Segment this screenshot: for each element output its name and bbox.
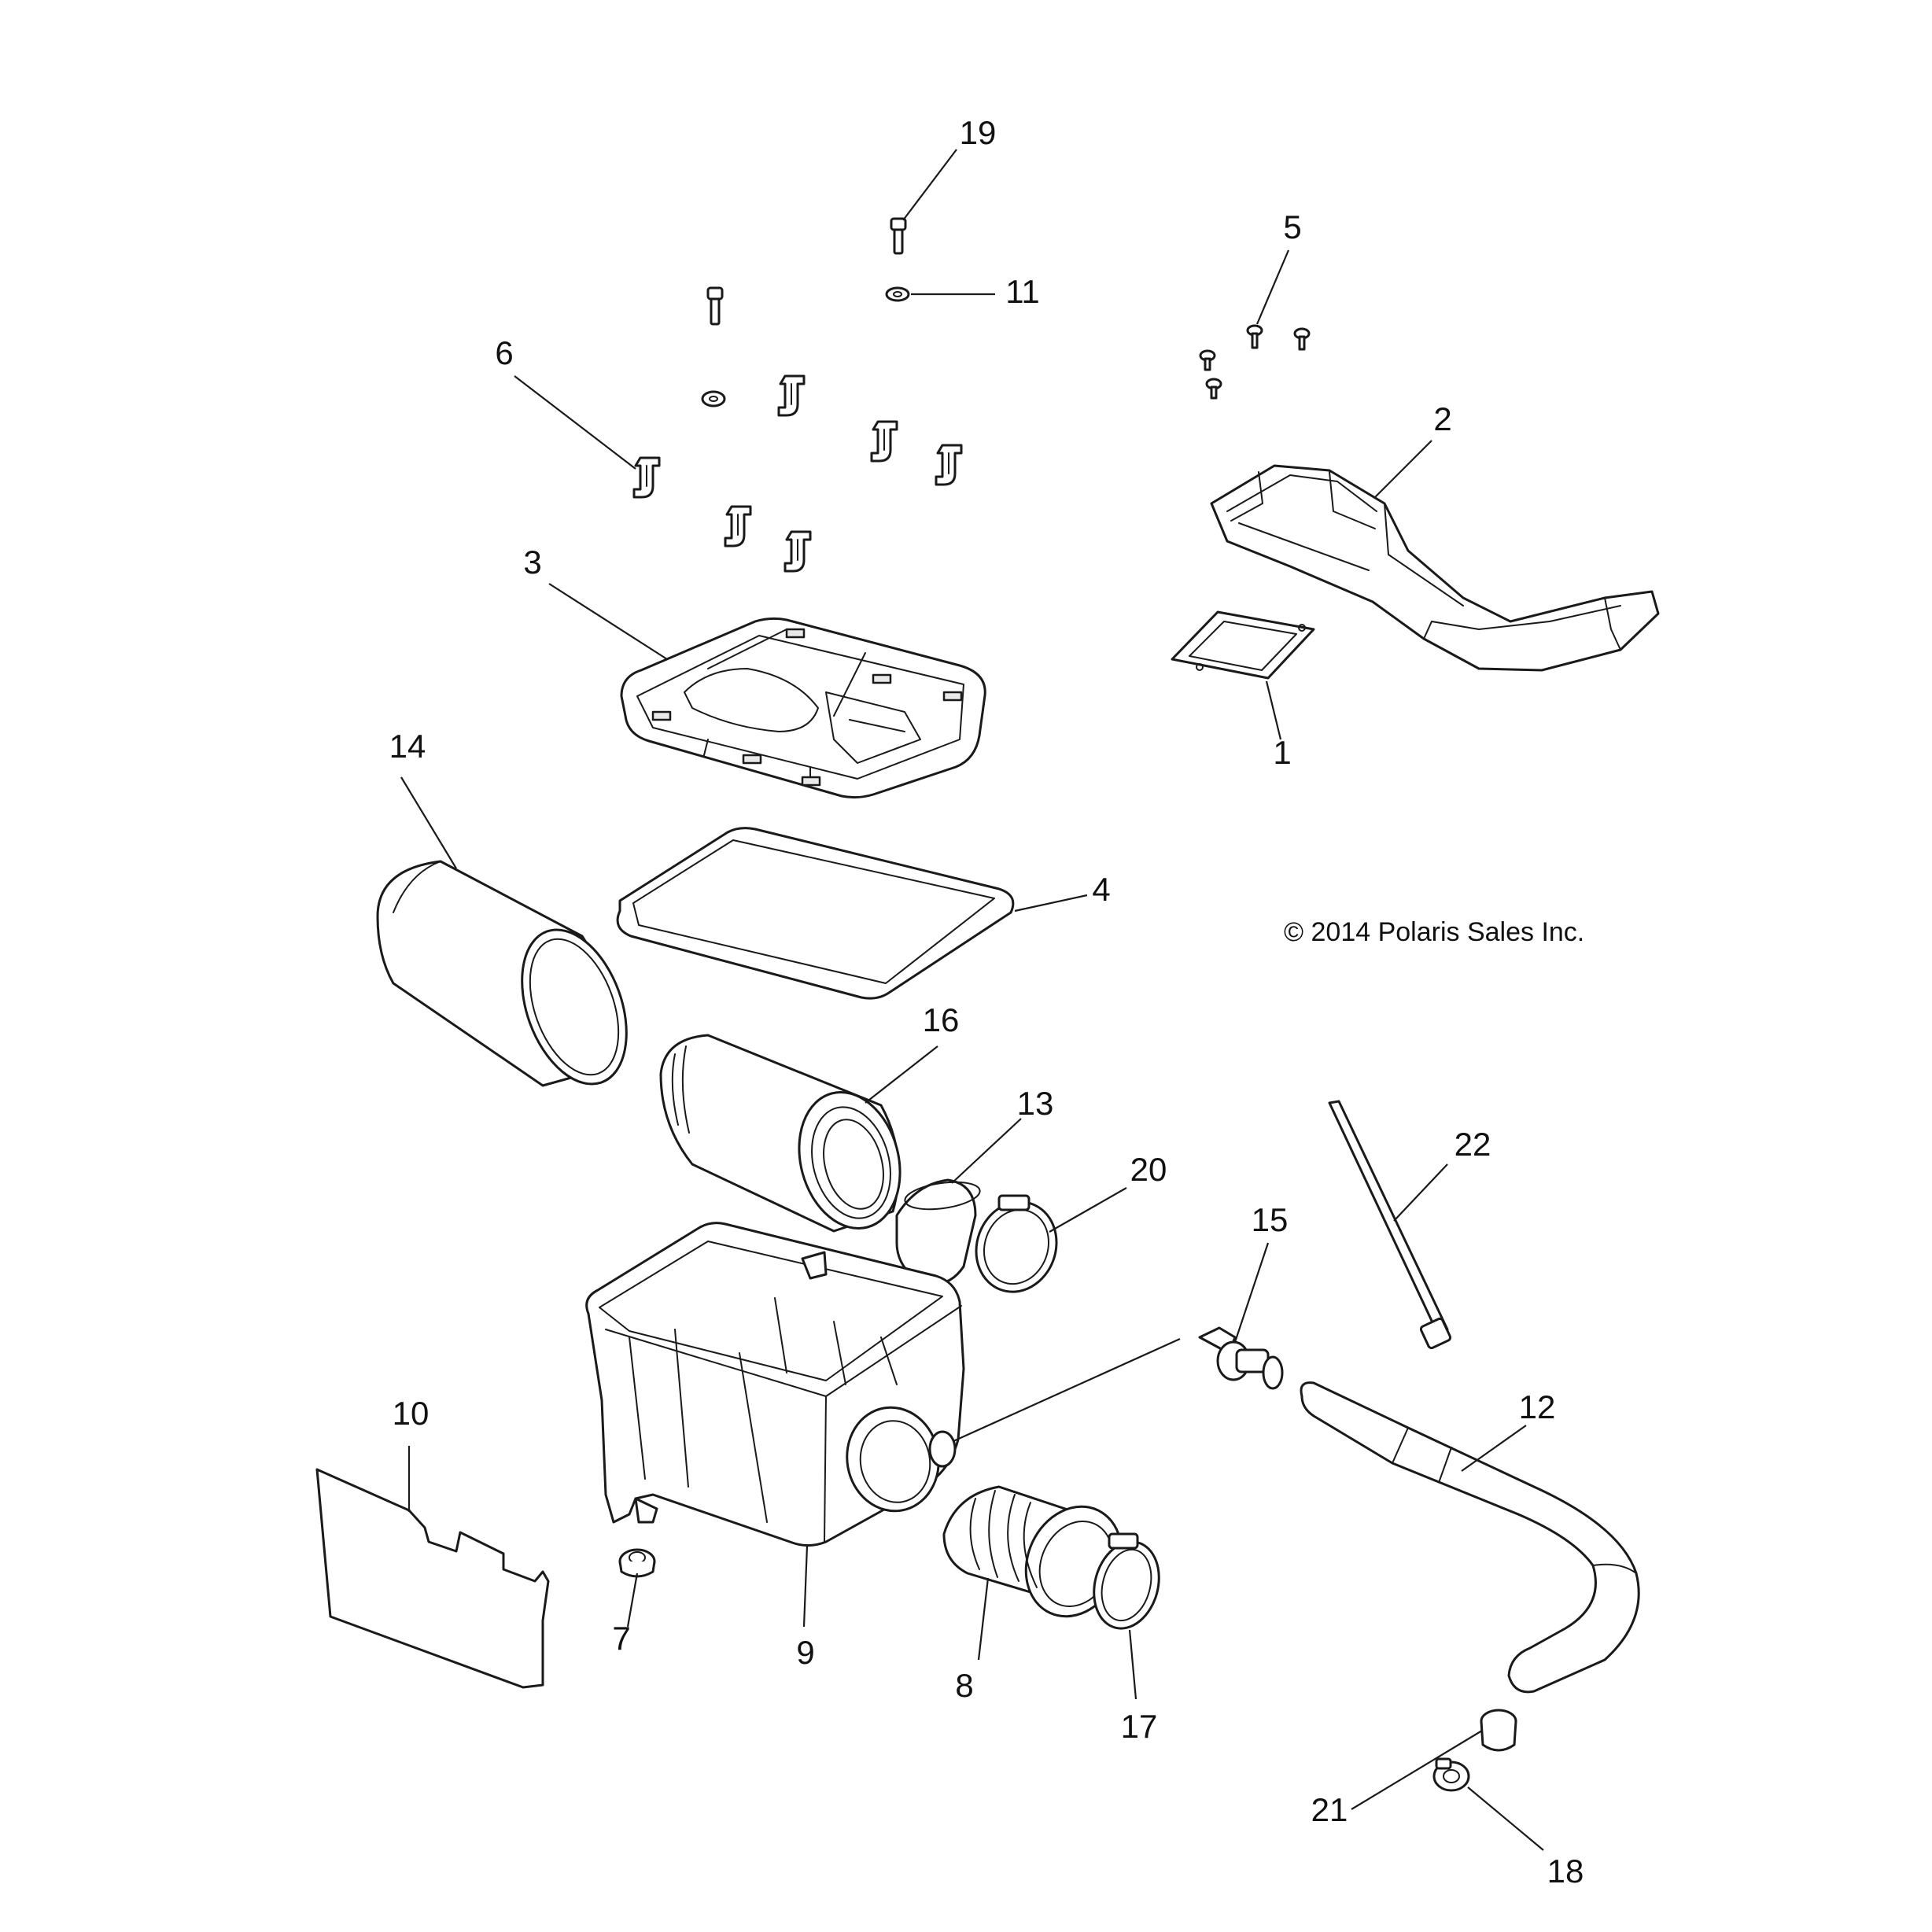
part-15-fitting [1198,1326,1284,1390]
part-9-airbox-base [585,1222,965,1547]
leader-5 [1255,249,1290,325]
leader-8 [977,1577,990,1661]
callout-17: 17 [1121,1708,1158,1745]
part-16-air-filter [659,1034,901,1233]
leader-15b [953,1337,1181,1443]
part-18-small-clamp [1432,1757,1470,1792]
callout-21: 21 [1311,1791,1348,1828]
callout-2: 2 [1433,400,1451,437]
callout-22: 22 [1455,1126,1491,1163]
part-6-clips [632,374,963,573]
leader-2 [1374,440,1432,498]
part-17-clamp [1093,1532,1160,1630]
part-7-grommet [618,1548,656,1578]
leader-22 [1393,1163,1448,1222]
callout-1: 1 [1273,734,1291,771]
callout-4: 4 [1092,871,1110,908]
part-1-seal [1171,610,1315,680]
part-10-shield [315,1468,550,1689]
leader-14 [400,776,457,869]
leader-17 [1128,1629,1137,1700]
leader-13 [951,1118,1022,1184]
callout-13: 13 [1017,1085,1054,1122]
callout-5: 5 [1283,208,1301,245]
leader-19 [902,149,957,221]
callout-19: 19 [960,114,997,151]
callout-16: 16 [923,1001,960,1038]
leader-7 [626,1573,639,1628]
callout-11: 11 [1005,273,1040,310]
leader-12 [1461,1425,1527,1472]
callout-15: 15 [1252,1201,1289,1238]
leader-15 [1233,1242,1270,1343]
callout-3: 3 [523,544,541,581]
callout-12: 12 [1519,1388,1556,1425]
callout-20: 20 [1130,1151,1167,1188]
part-13-sleeve [895,1178,981,1285]
callout-9: 9 [796,1634,814,1671]
part-19-bolt [890,217,907,255]
leader-20 [1049,1187,1127,1233]
leader-9 [802,1545,809,1628]
callout-14: 14 [389,728,426,765]
part-12-drain-hose [1300,1381,1640,1694]
cover-bolt [706,286,724,326]
leader-21 [1351,1730,1483,1810]
callout-8: 8 [955,1667,973,1704]
leader-4 [1014,894,1088,913]
copyright-notice: © 2014 Polaris Sales Inc. [1284,917,1584,947]
part-20-clamp [975,1194,1058,1293]
part-2-intake-duct [1210,464,1660,672]
part-5-screws [1199,324,1311,400]
leader-3 [548,583,668,660]
part-11-washer [885,286,910,302]
part-14-prefilter [376,860,628,1087]
leader-1 [1265,680,1282,740]
leader-lines [400,149,1544,1851]
callout-6: 6 [495,334,513,371]
cover-washer [701,390,726,407]
callout-18: 18 [1547,1853,1584,1890]
part-8-boot [942,1485,1127,1618]
callout-10: 10 [393,1395,430,1432]
part-4-gasket [616,827,1015,1000]
part-22-strap [1328,1100,1452,1350]
leader-16 [865,1045,938,1104]
part-3-airbox-cover [620,617,986,799]
leader-18 [1467,1786,1544,1851]
callout-labels: 19 11 5 6 2 1 3 4 14 16 13 20 22 15 12 1… [389,114,1584,1890]
part-21-grommet [1480,1709,1517,1752]
leader-6 [514,375,636,470]
callout-7: 7 [612,1620,630,1657]
